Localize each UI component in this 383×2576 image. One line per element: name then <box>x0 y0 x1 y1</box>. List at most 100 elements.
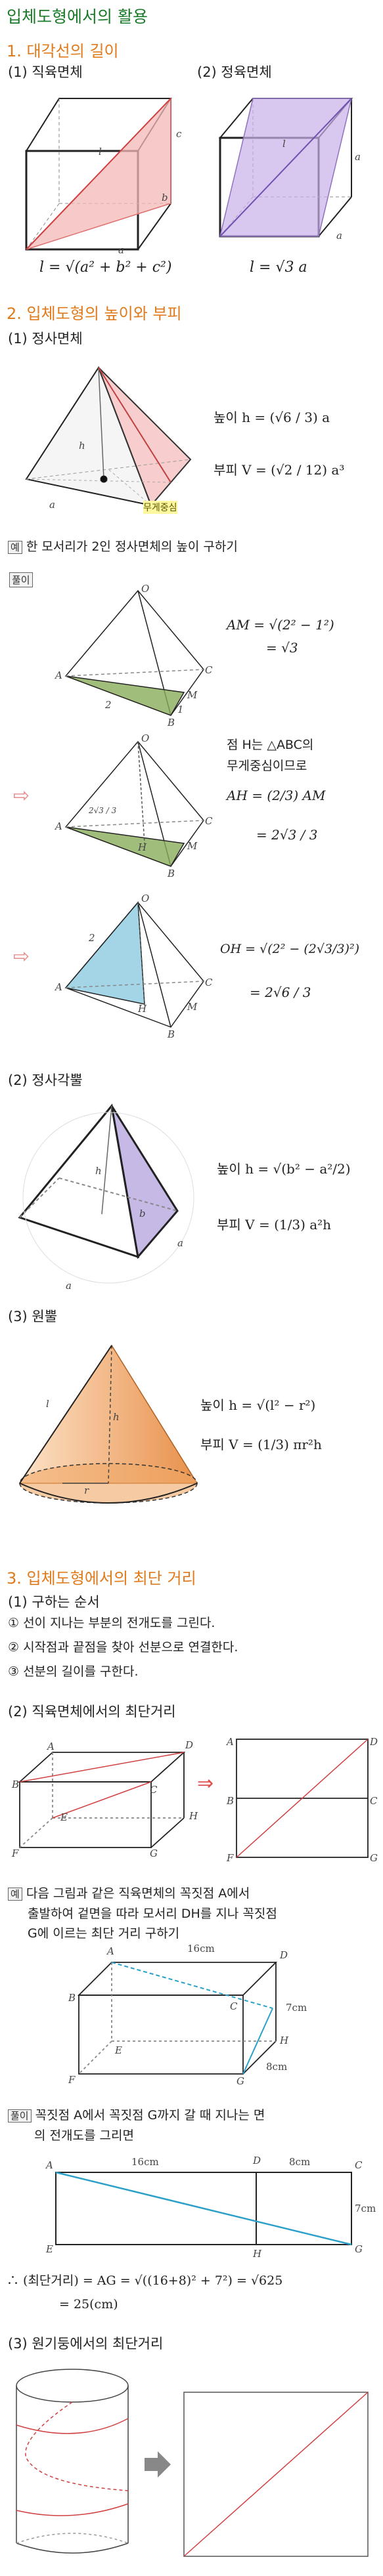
s3-two: 2 <box>89 932 95 944</box>
cube-diag-label: l <box>282 138 286 150</box>
net-D: D <box>253 2155 261 2166</box>
n-F: F <box>227 1852 234 1864</box>
s1-A: A <box>55 669 62 681</box>
s2-M: M <box>187 840 198 852</box>
net-figure <box>55 2171 352 2246</box>
eq2b: = 2√3 / 3 <box>256 827 318 843</box>
cuboid-shortest-figure <box>18 1739 369 1858</box>
s2-A: A <box>55 820 62 832</box>
sol-line-2: 의 전개도를 그리면 <box>34 2128 134 2143</box>
ex-tag: 예 <box>8 1888 22 1901</box>
order-label: (1) 구하는 순서 <box>8 1594 100 1610</box>
result-1: ∴ (최단거리) = AG = √((16+8)² + 7²) = √625 <box>7 2273 283 2288</box>
section1-heading: 1. 대각선의 길이 <box>7 42 119 60</box>
example-text: 한 모서리가 2인 정사면체의 높이 구하기 <box>26 539 238 554</box>
cuboid-figure <box>25 97 172 251</box>
centroid-label: 무게중심 <box>143 501 177 514</box>
tetra-h-label: h <box>79 440 85 452</box>
cuboid-shortest-label: (2) 직육면체에서의 최단거리 <box>8 1704 176 1720</box>
cone-h-label: h <box>113 1411 120 1423</box>
cone-r-label: r <box>84 1485 89 1496</box>
net-C: C <box>355 2159 363 2171</box>
diagonal-figures <box>25 97 353 251</box>
sol-line-1: 꼭짓점 A에서 꼭짓점 G까지 갈 때 지나는 면 <box>35 2108 265 2122</box>
s2-B: B <box>168 868 175 879</box>
ex-B: B <box>68 1992 76 2004</box>
result-2: = 25(cm) <box>59 2297 118 2312</box>
ex-A: A <box>107 1945 114 1957</box>
ex-16cm: 16cm <box>187 1943 215 1954</box>
s2-frac: 2√3 / 3 <box>89 806 117 815</box>
ex-D: D <box>280 1949 288 1961</box>
s3-C: C <box>205 977 213 988</box>
s3-A: A <box>55 981 62 993</box>
s2-C: C <box>205 815 213 827</box>
cube-a2-label: a <box>336 230 342 242</box>
s1-two: 2 <box>105 699 112 711</box>
pyr-a2-label: a <box>177 1237 183 1249</box>
eq3: OH = √(2² − (2√3/3)²) <box>220 942 359 956</box>
cone-label: (3) 원뿔 <box>8 1309 58 1324</box>
sol-block: 풀이 꼭짓점 A에서 꼭짓점 G까지 갈 때 지나는 면 의 전개도를 그리면 <box>8 2105 376 2145</box>
pyramid-figure <box>18 1103 194 1284</box>
cone-volume: 부피 V = (1/3) πr²h <box>200 1437 322 1452</box>
net-H: H <box>253 2248 262 2260</box>
cone-l-label: l <box>46 1398 49 1410</box>
ex-7cm: 7cm <box>286 2002 307 2014</box>
s1-O: O <box>141 583 150 595</box>
eq1b: = √3 <box>266 640 298 656</box>
example-line: 예 한 모서리가 2인 정사면체의 높이 구하기 <box>8 537 238 557</box>
section2-heading: 2. 입체도형의 높이와 부피 <box>7 305 182 323</box>
ex-line-3: G에 이르는 최단 거리 구하기 <box>28 1926 180 1941</box>
example-tag: 예 <box>8 541 22 554</box>
cuboid-c-label: c <box>176 128 182 140</box>
tetra-label: (1) 정사면체 <box>8 331 83 347</box>
c-E: E <box>60 1811 68 1823</box>
eq2: AH = (2/3) AM <box>227 788 326 803</box>
tetrahedron-figure <box>25 366 192 507</box>
n-C: C <box>370 1795 378 1807</box>
cone-height: 높이 h = √(l² − r²) <box>200 1397 316 1413</box>
s3-M: M <box>187 1001 198 1013</box>
ex-C: C <box>230 2000 238 2012</box>
arrow-right-icon: ⇒ <box>197 1772 214 1795</box>
net-G: G <box>355 2243 363 2255</box>
step-3: ③ 선분의 길이를 구한다. <box>8 1664 139 1679</box>
pyr-a-label: a <box>66 1280 72 1292</box>
cuboid-diag-label: l <box>99 146 102 158</box>
c-H: H <box>189 1810 198 1822</box>
section3-heading: 3. 입체도형에서의 최단 거리 <box>7 1569 196 1588</box>
eq3b: = 2√6 / 3 <box>250 984 311 1000</box>
s1-B: B <box>168 717 175 728</box>
tetra-step2 <box>64 740 204 867</box>
tetra-step3 <box>64 901 204 1028</box>
pyr-volume: 부피 V = (1/3) a²h <box>217 1217 332 1233</box>
s1-M: M <box>187 689 198 701</box>
s3-O: O <box>141 893 150 904</box>
n-B: B <box>227 1795 235 1807</box>
net-A: A <box>46 2159 53 2171</box>
ex-E: E <box>115 2044 122 2056</box>
ex-F: F <box>68 2074 76 2086</box>
c-D: D <box>185 1739 194 1751</box>
pyr-h-label: h <box>95 1165 102 1177</box>
cylinder-label: (3) 원기둥에서의 최단거리 <box>8 2336 164 2352</box>
cube-figure <box>218 98 353 238</box>
cube-a-label: a <box>355 151 361 163</box>
s3-H: H <box>138 1003 147 1015</box>
cylinder-figure <box>16 2369 369 2557</box>
pyr-b-label: b <box>139 1208 146 1219</box>
step-2: ② 시작점과 끝점을 찾아 선분으로 연결한다. <box>8 1640 238 1655</box>
c-A: A <box>47 1741 55 1752</box>
ex-G: G <box>237 2075 244 2087</box>
ex-line-2: 출발하여 겉면을 따라 모서리 DH를 지나 꼭짓점 <box>28 1907 277 1921</box>
cuboid-formula: l = √(a² + b² + c²) <box>39 259 172 276</box>
net-E: E <box>46 2243 53 2255</box>
arrow-icon: ⇨ <box>13 945 30 968</box>
net-8cm: 8cm <box>289 2156 311 2168</box>
cone-figure <box>18 1344 198 1504</box>
s1-one: 1 <box>177 704 184 715</box>
cube-formula: l = √3 a <box>250 259 307 276</box>
pyr-height: 높이 h = √(b² − a²/2) <box>217 1161 351 1177</box>
cube-label: (2) 정육면체 <box>197 64 272 80</box>
